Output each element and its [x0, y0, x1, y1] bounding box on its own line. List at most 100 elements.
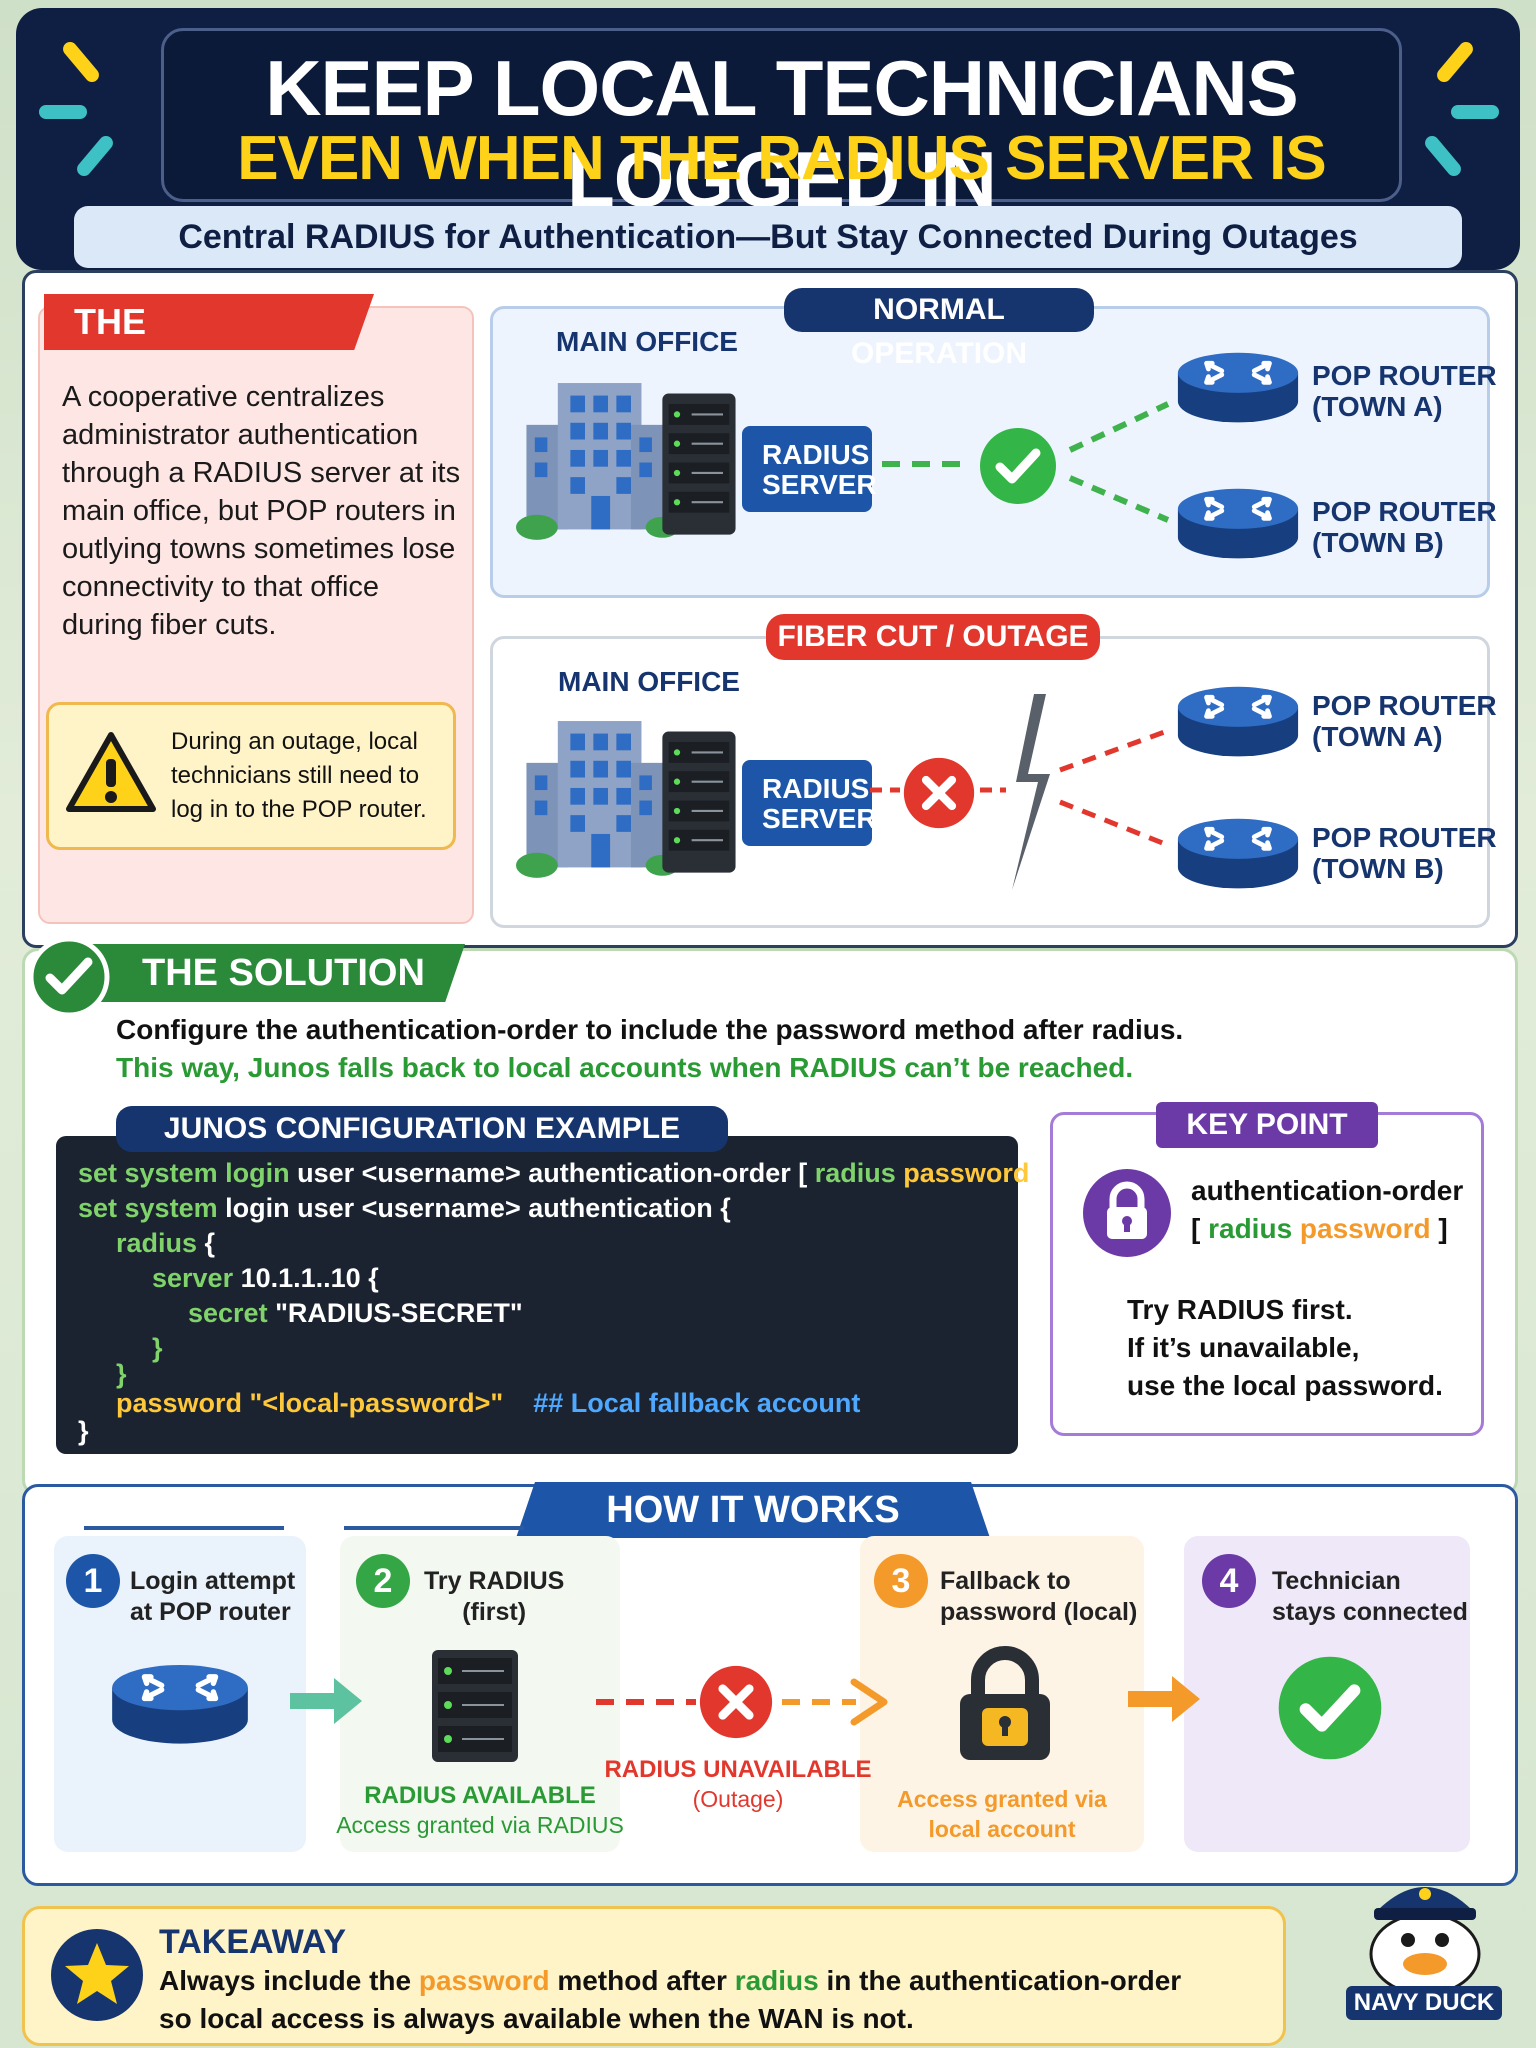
solution-line1: Configure the authentication-order to in… — [116, 1014, 1184, 1045]
step-label: Login attempt at POP router — [130, 1566, 295, 1628]
code-keyword: set system — [78, 1193, 218, 1223]
divider — [344, 1526, 524, 1530]
radius-unavailable-label: RADIUS UNAVAILABLE — [604, 1756, 872, 1783]
star-icon — [51, 1929, 143, 2021]
key-point-order: [ radius password ] — [1191, 1213, 1448, 1245]
code-password: password "<local-password>" — [116, 1388, 504, 1418]
code-line: } — [78, 1416, 89, 1446]
radius-server-label: RADIUS SERVER — [742, 760, 877, 846]
takeaway-text: method after — [549, 1965, 735, 1996]
failover-path — [596, 1678, 888, 1726]
local-access-line1: Access granted via — [897, 1786, 1107, 1812]
arrow-right-icon — [290, 1678, 362, 1724]
takeaway-password: password — [418, 1965, 550, 1996]
step-label-line1: Try RADIUS — [424, 1567, 565, 1595]
normal-links — [882, 401, 1170, 523]
spark-icon — [1451, 105, 1499, 119]
code-password: password — [903, 1158, 1030, 1188]
takeaway-radius: radius — [734, 1965, 819, 1996]
failed-x-icon — [698, 1664, 774, 1740]
subtitle: Central RADIUS for Authentication—But St… — [74, 206, 1462, 268]
code-line: secret "RADIUS-SECRET" — [188, 1298, 523, 1329]
warning-text: During an outage, local technicians stil… — [171, 728, 427, 823]
step-label: Try RADIUS (first) — [424, 1566, 564, 1628]
main-office-label: MAIN OFFICE — [556, 326, 738, 357]
lightning-icon — [1012, 694, 1050, 890]
code-block: set system login user <username> authent… — [56, 1136, 1046, 1454]
main-office-building-icon — [516, 362, 746, 540]
check-icon — [28, 936, 110, 1018]
router-label-line1: POP ROUTER — [1312, 822, 1497, 853]
navy-duck-logo — [1369, 1887, 1481, 1994]
step-label-line1: Technician — [1272, 1567, 1401, 1595]
router-label-line1: POP ROUTER — [1312, 360, 1497, 391]
radius-available-sub: Access granted via RADIUS — [336, 1812, 624, 1838]
challenge-tag: THE CHALLENGE — [44, 294, 374, 350]
key-point-explanation: Try RADIUS first. If it’s unavailable, u… — [1127, 1291, 1443, 1405]
code-line: set system login user <username> authent… — [78, 1193, 731, 1224]
key-password: password — [1299, 1213, 1431, 1244]
key-expl-line: If it’s unavailable, — [1127, 1332, 1360, 1363]
spark-icon — [39, 105, 87, 119]
step-label-line2: (first) — [462, 1598, 527, 1626]
outage-tag: FIBER CUT / OUTAGE — [766, 614, 1100, 660]
code-comment: ## Local fallback account — [533, 1388, 861, 1418]
radius-server-label-line2: SERVER — [762, 469, 877, 500]
title-box: KEEP LOCAL TECHNICIANS LOGGED IN EVEN WH… — [161, 28, 1402, 264]
failed-x-icon — [902, 756, 976, 830]
code-title: JUNOS CONFIGURATION EXAMPLE — [116, 1106, 728, 1152]
code-line: server 10.1.1..10 { — [152, 1263, 379, 1294]
how-it-works-tag: HOW IT WORKS — [516, 1482, 990, 1538]
arrow-right-icon — [1128, 1676, 1200, 1722]
radius-server-label: RADIUS SERVER — [742, 426, 877, 512]
radius-available-label: RADIUS AVAILABLE — [364, 1782, 596, 1809]
challenge-text: A cooperative centralizes administrator … — [62, 381, 461, 641]
key-expl-line: use the local password. — [1127, 1370, 1443, 1401]
step-label-line1: Login attempt — [130, 1567, 296, 1595]
step-label-line2: at POP router — [130, 1598, 291, 1626]
takeaway-text: Always include the — [159, 1965, 419, 1996]
takeaway-line1: Always include the password method after… — [159, 1965, 1181, 1997]
code-line: radius { — [116, 1228, 215, 1259]
router-icon — [1176, 486, 1300, 566]
code-text: "RADIUS-SECRET" — [267, 1298, 523, 1328]
takeaway-text: in the authentication-order — [818, 1965, 1182, 1996]
radius-server-label-line1: RADIUS — [762, 439, 870, 470]
radius-unavailable-sub: (Outage) — [692, 1786, 784, 1812]
step-number: 1 — [66, 1554, 120, 1608]
divider — [84, 1526, 284, 1530]
normal-operation-tag: NORMAL OPERATION — [784, 288, 1094, 370]
takeaway-line2: so local access is always available when… — [159, 2003, 914, 2034]
logo-label: NAVY DUCK — [1346, 1986, 1502, 2020]
step-label: Fallback to password (local) — [940, 1566, 1137, 1628]
step-label-line2: password (local) — [940, 1598, 1138, 1626]
step-label-line1: Fallback to — [940, 1567, 1071, 1595]
code-text: ] — [1029, 1158, 1046, 1188]
warning-icon — [66, 732, 156, 812]
code-keyword: secret — [188, 1298, 268, 1328]
main-office-label: MAIN OFFICE — [558, 666, 740, 697]
spark-icon — [74, 133, 116, 179]
radius-server-label-line1: RADIUS — [762, 773, 870, 804]
spark-icon — [60, 39, 102, 85]
step-number: 2 — [356, 1554, 410, 1608]
code-line: } — [116, 1359, 127, 1389]
spark-icon — [1422, 133, 1464, 179]
spark-icon — [1434, 39, 1476, 85]
step-number: 3 — [874, 1554, 928, 1608]
takeaway-title: TAKEAWAY — [159, 1923, 347, 1961]
padlock-icon — [960, 1646, 1050, 1760]
outage-links — [870, 694, 1171, 890]
code-text: user <username> authentication-order [ — [289, 1158, 815, 1188]
radius-server-label-line2: SERVER — [762, 803, 877, 834]
router-label-line1: POP ROUTER — [1312, 690, 1497, 721]
code-text: { — [197, 1228, 216, 1258]
code-keyword: radius — [116, 1228, 198, 1258]
server-icon — [432, 1650, 518, 1762]
code-radius: radius — [814, 1158, 896, 1188]
router-town-a-label: POP ROUTER (TOWN A) — [1312, 360, 1497, 422]
router-label-line2: (TOWN A) — [1312, 721, 1443, 752]
router-label-line1: POP ROUTER — [1312, 496, 1497, 527]
key-point-setting: authentication-order — [1191, 1175, 1464, 1206]
solution-tag: THE SOLUTION — [70, 944, 465, 1002]
